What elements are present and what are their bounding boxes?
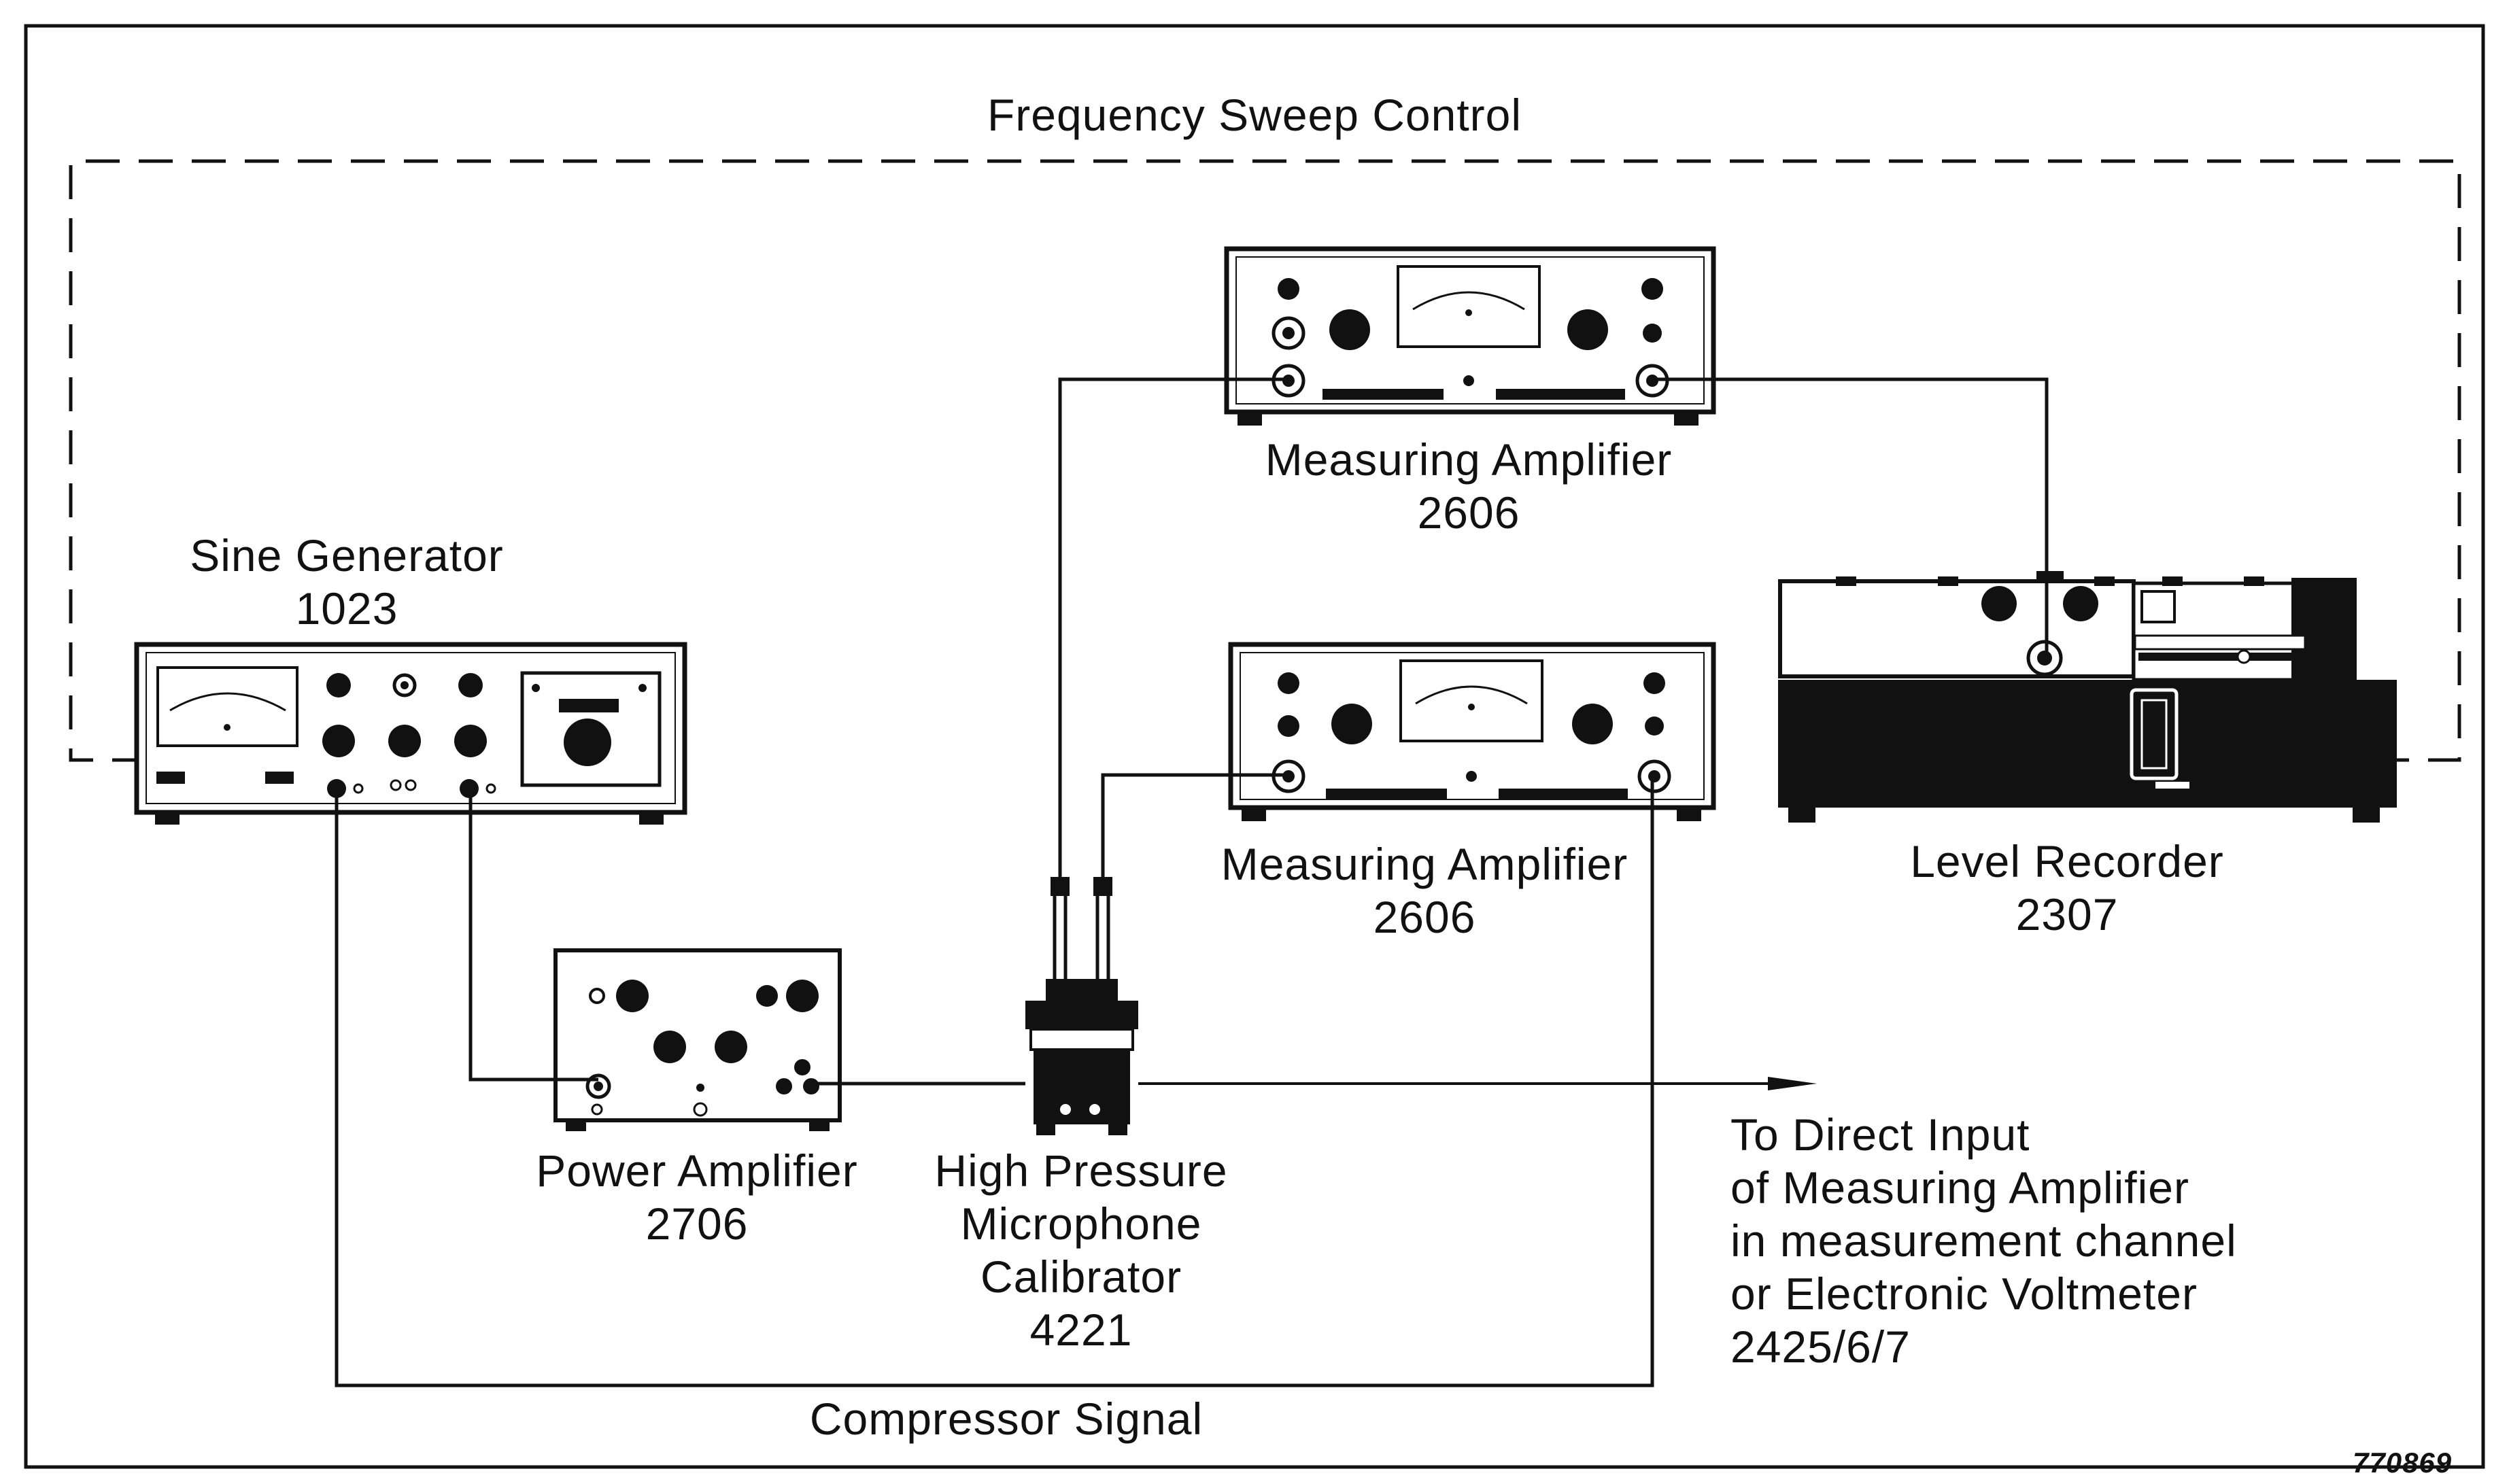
calibrator-name-line3: Calibrator [980, 1252, 1182, 1302]
calibrator-model: 4221 [1029, 1305, 1133, 1355]
output-note-line2: of Measuring Amplifier [1730, 1162, 2189, 1213]
sine-generator-label: Sine Generator 1023 [177, 529, 517, 635]
cable-calibrator-to-mid-amp [1101, 773, 1288, 877]
calibrator-name-line2: Microphone [960, 1198, 1202, 1249]
measuring-amplifier-top-label: Measuring Amplifier 2606 [1231, 433, 1707, 539]
level-recorder-name: Level Recorder [1910, 836, 2224, 886]
calibrator-device [1025, 877, 1138, 1135]
sine-generator-device [134, 642, 687, 825]
output-note-line5: 2425/6/7 [1730, 1322, 1911, 1372]
output-note-line1: To Direct Input [1730, 1109, 2030, 1160]
power-amplifier-device [553, 948, 842, 1131]
output-note-line4: or Electronic Voltmeter [1730, 1269, 2198, 1319]
frequency-sweep-control-label: Frequency Sweep Control [987, 90, 1522, 140]
output-destination-note: To Direct Input of Measuring Amplifier i… [1730, 1108, 2342, 1373]
compressor-signal-label: Compressor Signal [809, 1394, 1204, 1444]
output-arrow-head [1768, 1077, 1817, 1090]
figure-frame [24, 24, 2485, 1469]
cable-calibrator-to-top-amp [1058, 377, 1288, 877]
measuring-amplifier-mid-model: 2606 [1373, 892, 1476, 942]
figure-number: 770869 [2353, 1447, 2453, 1479]
measuring-amplifier-top-name: Measuring Amplifier [1265, 434, 1673, 485]
level-recorder-model: 2307 [2015, 889, 2119, 939]
calibrator-label: High Pressure Microphone Calibrator 4221 [911, 1144, 1251, 1356]
measuring-amplifier-mid-label: Measuring Amplifier 2606 [1187, 838, 1662, 944]
sine-generator-model: 1023 [295, 583, 398, 634]
measuring-amplifier-mid-name: Measuring Amplifier [1221, 839, 1628, 889]
measuring-amplifier-top-model: 2606 [1417, 487, 1520, 538]
level-recorder-device [1778, 571, 2397, 823]
power-amplifier-label: Power Amplifier 2706 [507, 1144, 887, 1250]
output-note-line3: in measurement channel [1730, 1215, 2237, 1266]
cable-top-amp-to-level-recorder [1652, 377, 2049, 658]
measuring-amplifier-mid-device [1228, 642, 1716, 821]
power-amplifier-name: Power Amplifier [536, 1145, 858, 1196]
sine-generator-name: Sine Generator [190, 530, 504, 581]
level-recorder-label: Level Recorder 2307 [1863, 835, 2271, 941]
calibrator-name-line1: High Pressure [934, 1145, 1228, 1196]
cable-sine-generator-to-power-amp [468, 789, 598, 1082]
frequency-sweep-control-line [69, 159, 2461, 762]
sine-generator-meter [156, 666, 298, 747]
compressor-signal-line [335, 776, 1654, 1387]
power-amplifier-model: 2706 [645, 1198, 749, 1249]
measuring-amplifier-top-device [1224, 246, 1716, 426]
